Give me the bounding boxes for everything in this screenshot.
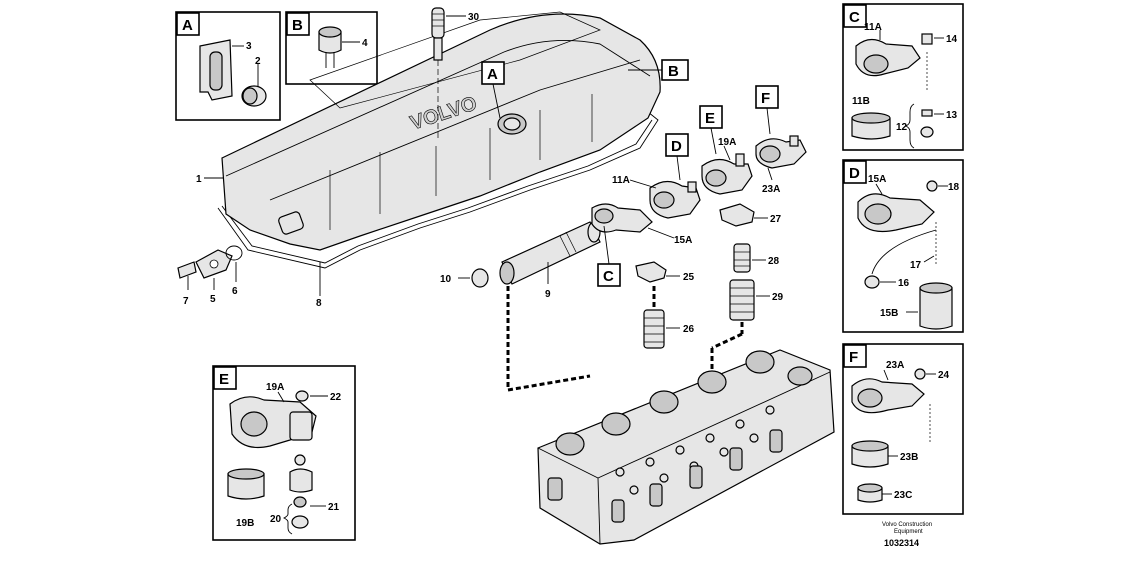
bridge-part-25: 25 [635,261,695,283]
svg-text:A: A [487,66,498,83]
detail-box-f-letter: F [849,349,858,366]
label-9: 9 [545,289,551,300]
spring-part-26: 26 [643,309,695,349]
detail-box-b: B 4 [285,11,378,85]
callout-b: B [628,59,689,81]
callout-d: D [665,133,689,181]
ball-part-16 [864,275,880,289]
label-26: 26 [683,324,695,335]
label-2: 2 [255,56,261,67]
rocker-arm-19a: 19A [701,137,753,195]
label-1: 1 [196,174,202,185]
valve-cover: VOLVO [217,11,661,269]
nut-part-24 [914,368,926,380]
label-23a-f: 23A [886,360,904,371]
svg-text:F: F [761,90,770,107]
label-29: 29 [772,292,784,303]
detail-box-e: E 19A 22 19B 21 20 [212,365,356,541]
cylinder-head [537,349,835,545]
bolt-part-7 [177,261,197,279]
label-25: 25 [683,272,695,283]
callout-e: E [699,105,723,155]
label-11b: 11B [852,96,870,107]
drawing-footer: Volvo Construction Equipment 1032314 [882,522,932,548]
label-17: 17 [910,260,922,271]
label-19a: 19A [718,137,736,148]
detail-box-b-letter: B [292,17,303,34]
svg-text:D: D [671,138,682,155]
label-4: 4 [362,38,368,49]
label-18: 18 [948,182,960,193]
label-19a-e: 19A [266,382,284,393]
detail-box-e-letter: E [219,371,229,388]
label-7: 7 [183,296,189,307]
cover-gasket-8 [217,111,659,269]
detail-box-d: D 15A 18 17 16 15B [842,159,964,333]
label-3: 3 [246,41,252,52]
plug-part-10: 10 [440,268,489,288]
breather-port [278,211,304,235]
label-11a: 11A [612,175,630,186]
breather-tube-part-30: 30 [431,7,480,140]
spring-part-28: 28 [733,243,780,273]
label-21: 21 [328,502,340,513]
label-30: 30 [468,12,480,23]
callout-c: C [597,225,621,287]
cover-seal-parts: 1 7 5 6 8 [177,174,322,309]
label-8: 8 [316,298,322,309]
nut-part-14 [921,33,933,45]
label-11a-c: 11A [864,22,882,33]
bridge-part-27: 27 [719,203,782,227]
label-6: 6 [232,286,238,297]
label-27: 27 [770,214,782,225]
label-15a-d: 15A [868,174,886,185]
label-16: 16 [898,278,910,289]
spring-part-29: 29 [729,279,784,321]
label-19b: 19B [236,518,254,529]
label-15a: 15A [674,235,692,246]
label-10: 10 [440,274,452,285]
detail-box-c-letter: C [849,9,860,26]
label-13: 13 [946,110,958,121]
label-24: 24 [938,370,950,381]
svg-text:B: B [668,63,679,80]
label-14: 14 [946,34,958,45]
callout-f: F [755,85,779,135]
rocker-arm-15a: 15A [591,203,692,246]
label-12: 12 [896,122,908,133]
seal-ring-part-6 [225,245,243,261]
label-23c: 23C [894,490,912,501]
label-23b: 23B [900,452,918,463]
nut-part-22 [295,390,309,402]
detail-box-a-letter: A [182,17,193,34]
label-23a: 23A [762,184,780,195]
label-5: 5 [210,294,216,305]
drawing-number: 1032314 [884,538,919,548]
footer-company-line1: Volvo Construction [882,522,932,528]
detail-box-d-letter: D [849,165,860,182]
nut-part-18 [926,180,938,192]
rocker-shaft-part-9: 9 [499,221,601,300]
detail-box-f: F 23A 24 23B 23C [842,343,964,515]
callout-a: A [481,61,505,119]
footer-company-line2: Equipment [894,529,923,535]
label-22: 22 [330,392,342,403]
detail-box-c: C 11A 14 11B 13 12 [842,3,964,151]
label-15b: 15B [880,308,898,319]
svg-text:E: E [705,110,715,127]
rocker-arm-23a: 23A [755,135,807,195]
label-28: 28 [768,256,780,267]
svg-text:C: C [603,268,614,285]
label-20: 20 [270,514,282,525]
rocker-arm-11a-detail [855,38,921,77]
detail-box-a: A 3 2 [175,11,281,121]
rocker-arm-11a: 11A [612,175,701,219]
